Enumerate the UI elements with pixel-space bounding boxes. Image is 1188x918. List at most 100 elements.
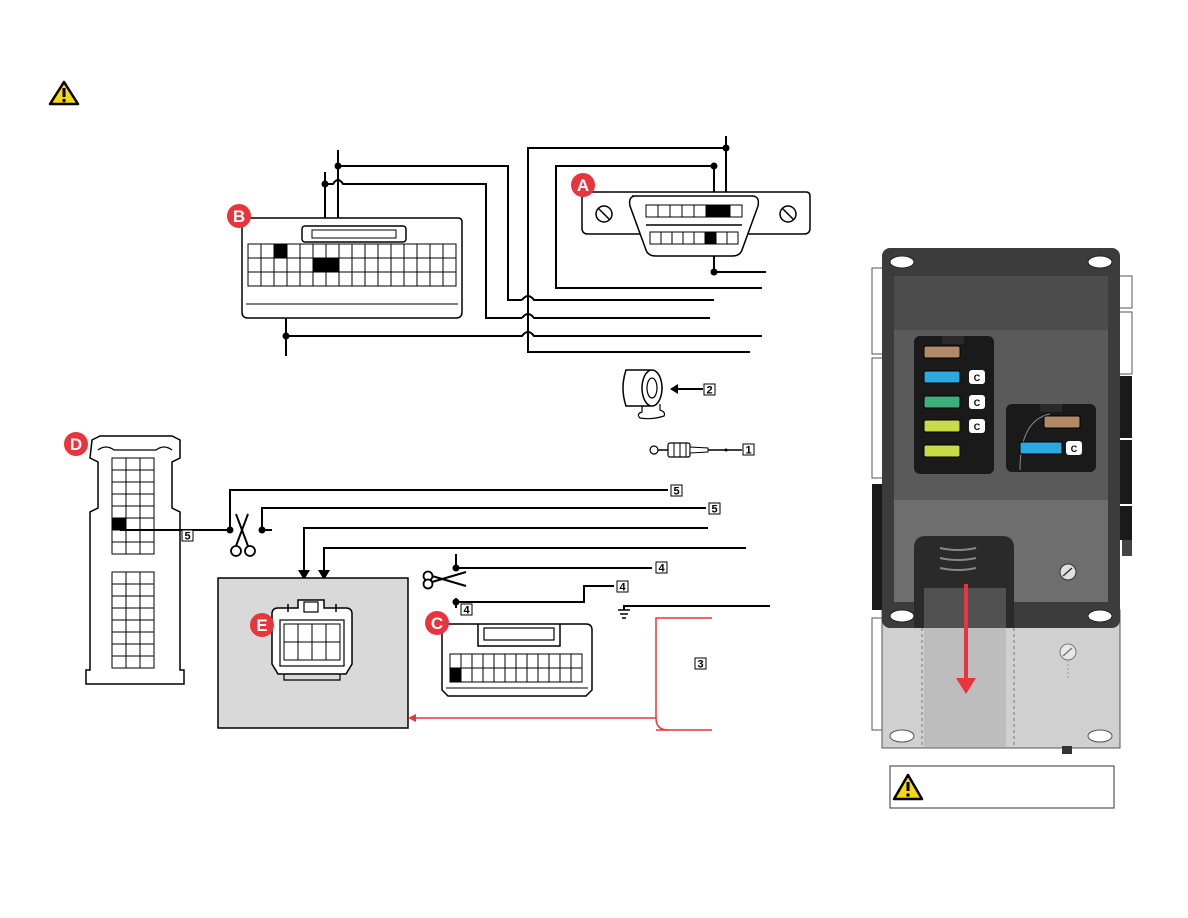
- connector-pin: [112, 542, 126, 554]
- connector-pin: [126, 470, 140, 482]
- connector-pin: [718, 205, 730, 217]
- connector-pin: [538, 654, 549, 668]
- connector-pin: [339, 272, 352, 286]
- connector-pin: [112, 494, 126, 506]
- connector-pin: [430, 244, 443, 258]
- connector-pin: [378, 272, 391, 286]
- connector-pin: [287, 272, 300, 286]
- connector-e-label: E: [256, 616, 267, 635]
- connector-pin: [298, 624, 312, 642]
- connector-pin: [417, 244, 430, 258]
- connector-pin: [140, 620, 154, 632]
- connector-pin: [313, 272, 326, 286]
- connector-pin: [248, 244, 261, 258]
- connector-pin: [261, 272, 274, 286]
- connector-pin: [378, 244, 391, 258]
- connector-pin: [391, 258, 404, 272]
- connector-pin: [140, 518, 154, 530]
- connector-pin: [430, 272, 443, 286]
- callout-4: 4: [656, 562, 667, 575]
- connector-pin: [650, 232, 661, 244]
- connector-pin: [287, 244, 300, 258]
- connector-pin: [274, 244, 287, 258]
- connector-pin: [549, 668, 560, 682]
- connector-pin: [126, 584, 140, 596]
- connector-pin: [300, 272, 313, 286]
- connector-pin: [365, 258, 378, 272]
- connector-pin: [443, 258, 456, 272]
- connector-pin: [140, 506, 154, 518]
- connector-pin: [140, 530, 154, 542]
- connector-pin: [326, 272, 339, 286]
- connector-d-label: D: [70, 435, 82, 454]
- callout-3: 3: [695, 658, 706, 671]
- svg-text:C: C: [974, 398, 981, 408]
- connector-e-badge: E: [250, 613, 274, 637]
- connector-b-badge: B: [227, 204, 251, 228]
- connector-pin: [391, 244, 404, 258]
- connector-pin: [694, 205, 706, 217]
- svg-text:C: C: [974, 373, 981, 383]
- connector-pin: [727, 232, 738, 244]
- connector-pin: [140, 656, 154, 668]
- connector-pin: [112, 584, 126, 596]
- svg-text:5: 5: [673, 486, 679, 498]
- callout-4: 4: [461, 604, 472, 617]
- connector-pin: [126, 458, 140, 470]
- warning-icon: [50, 82, 78, 104]
- callout-5: 5: [182, 530, 193, 543]
- connector-pin: [140, 482, 154, 494]
- connector-pin: [339, 258, 352, 272]
- connector-pin: [112, 458, 126, 470]
- horn-icon: [623, 370, 703, 419]
- connector-pin: [140, 542, 154, 554]
- connector-pin: [672, 232, 683, 244]
- connector-pin: [140, 584, 154, 596]
- connector-c-badge: C: [425, 611, 449, 635]
- connector-b-label: B: [233, 207, 245, 226]
- connector-pin: [538, 668, 549, 682]
- connector-pin: [661, 232, 672, 244]
- connector-pin: [494, 668, 505, 682]
- connector-pin: [472, 668, 483, 682]
- connector-pin: [443, 272, 456, 286]
- connector-a-badge: A: [571, 173, 595, 197]
- svg-text:5: 5: [711, 504, 717, 516]
- connector-pin: [505, 668, 516, 682]
- connector-pin: [140, 458, 154, 470]
- connector-pin: [126, 506, 140, 518]
- connector-c-label: C: [431, 614, 443, 633]
- warning-box: [890, 766, 1114, 808]
- connector-pin: [404, 244, 417, 258]
- connector-pin: [140, 632, 154, 644]
- connector-pin: [140, 608, 154, 620]
- connector-pin: [126, 644, 140, 656]
- connector-pin: [417, 272, 430, 286]
- connector-pin: [430, 258, 443, 272]
- connector-pin: [313, 258, 326, 272]
- connector-pin: [658, 205, 670, 217]
- connector-pin: [261, 258, 274, 272]
- connector-pin: [112, 506, 126, 518]
- connector-pin: [112, 470, 126, 482]
- connector-pin: [705, 232, 716, 244]
- connector-pin: [140, 470, 154, 482]
- connector-pin: [112, 644, 126, 656]
- svg-text:1: 1: [745, 445, 751, 457]
- connector-pin: [352, 244, 365, 258]
- connector-pin: [461, 668, 472, 682]
- connector-pin: [274, 272, 287, 286]
- connector-pin: [112, 518, 126, 530]
- connector-pin: [140, 596, 154, 608]
- connector-pin: [646, 205, 658, 217]
- connector-pin: [326, 624, 340, 642]
- connector-pin: [352, 258, 365, 272]
- callout-5: 5: [709, 503, 720, 516]
- connector-pin: [112, 620, 126, 632]
- callout-2: 2: [704, 384, 715, 397]
- connector-pin: [248, 258, 261, 272]
- connector-pin: [298, 642, 312, 660]
- svg-text:4: 4: [463, 605, 470, 617]
- connector-pin: [483, 654, 494, 668]
- connector-pin: [312, 624, 326, 642]
